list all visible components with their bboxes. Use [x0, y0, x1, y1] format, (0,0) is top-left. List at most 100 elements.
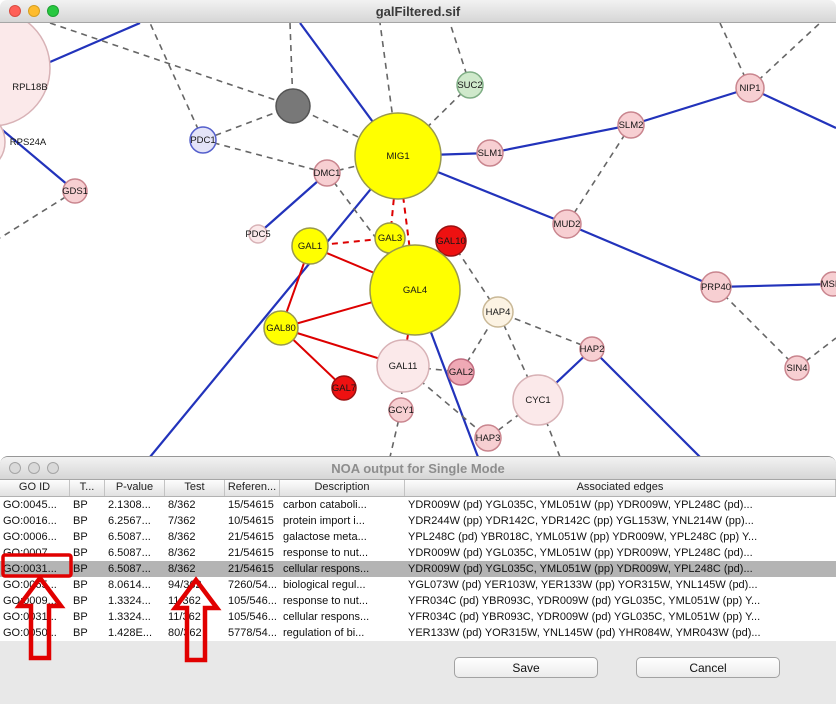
- graph-edge: [257, 172, 328, 235]
- graph-node-HAP4[interactable]: HAP4: [482, 296, 514, 328]
- graph-node-GCY1[interactable]: GCY1: [388, 397, 414, 423]
- column-header[interactable]: Description: [280, 480, 405, 496]
- table-cell: GO:0007...: [3, 547, 57, 559]
- graph-node-label: GAL80: [266, 323, 296, 334]
- table-cell: YDR009W (pd) YGL035C, YML051W (pp) YDR00…: [408, 499, 753, 511]
- graph-edge: [292, 105, 399, 157]
- graph-node-GAL10[interactable]: GAL10: [435, 225, 467, 257]
- table-cell: 105/546...: [228, 595, 277, 607]
- graph-node-PDC5[interactable]: PDC5: [245, 224, 271, 244]
- graph-node-MIG1[interactable]: MIG1: [354, 112, 442, 200]
- column-header[interactable]: Referen...: [225, 480, 280, 496]
- graph-node-label: SLM2: [619, 120, 644, 131]
- graph-node-MUD2[interactable]: MUD2: [552, 209, 582, 239]
- table-cell: GO:0016...: [3, 515, 57, 527]
- graph-node-GDS1[interactable]: GDS1: [62, 178, 88, 204]
- minimize-button[interactable]: [28, 5, 40, 17]
- zoom-button[interactable]: [47, 5, 59, 17]
- graph-edge: [0, 127, 76, 192]
- table-cell: YGL073W (pd) YER103W, YER133W (pp) YOR31…: [408, 579, 758, 591]
- noa-window-titlebar[interactable]: NOA output for Single Mode: [0, 457, 836, 480]
- column-header[interactable]: Test: [165, 480, 225, 496]
- graph-node-label: GAL3: [378, 233, 402, 244]
- graph-edge: [202, 139, 328, 174]
- graph-node-HAP3[interactable]: HAP3: [474, 424, 502, 452]
- graph-node-GAL3[interactable]: GAL3: [374, 222, 406, 254]
- network-window-titlebar[interactable]: galFiltered.sif: [0, 0, 836, 23]
- graph-node-SLM2[interactable]: SLM2: [617, 111, 645, 139]
- graph-edge: [0, 190, 76, 239]
- column-header[interactable]: P-value: [105, 480, 165, 496]
- zoom-button[interactable]: [47, 462, 59, 474]
- graph-node-MSL1[interactable]: MSL1: [820, 271, 836, 297]
- graph-node-NIP1[interactable]: NIP1: [735, 73, 765, 103]
- table-cell: YFR034C (pd) YBR093C, YDR009W (pd) YGL03…: [408, 595, 761, 607]
- graph-node-GRAY[interactable]: [275, 88, 311, 124]
- table-cell: 21/54615: [228, 531, 274, 543]
- close-button[interactable]: [9, 462, 21, 474]
- table-cell: 6.5087...: [108, 547, 151, 559]
- graph-edge: [796, 337, 836, 369]
- table-cell: BP: [73, 611, 88, 623]
- graph-node-PDC1[interactable]: PDC1: [189, 126, 217, 154]
- graph-node-PRP40[interactable]: PRP40: [700, 271, 732, 303]
- graph-node-label: GAL10: [436, 236, 466, 247]
- graph-node-SLM1[interactable]: SLM1: [476, 139, 504, 167]
- graph-edge: [497, 311, 593, 350]
- graph-node-DMC1[interactable]: DMC1: [313, 159, 341, 187]
- table-cell: GO:0065...: [3, 579, 57, 591]
- graph-edge: [566, 222, 717, 289]
- graph-node-GAL80[interactable]: GAL80: [263, 310, 299, 346]
- table-cell: regulation of bi...: [283, 627, 365, 639]
- graph-node-RPS24A[interactable]: RPS24A: [0, 112, 47, 172]
- table-cell: GO:0031...: [3, 563, 57, 575]
- save-button[interactable]: Save: [454, 657, 598, 678]
- table-cell: cellular respons...: [283, 611, 370, 623]
- table-cell: 1.428E...: [108, 627, 153, 639]
- graph-node-GAL2[interactable]: GAL2: [447, 358, 475, 386]
- close-button[interactable]: [9, 5, 21, 17]
- graph-node-label: RPL18B: [12, 82, 47, 93]
- graph-node-HAP2[interactable]: HAP2: [579, 336, 605, 362]
- table-cell: 6.5087...: [108, 563, 151, 575]
- graph-node-SUC2[interactable]: SUC2: [456, 71, 484, 99]
- traffic-lights-inactive: [9, 462, 59, 474]
- table-cell: 6.5087...: [108, 531, 151, 543]
- graph-edge: [591, 348, 701, 457]
- table-cell: GO:0045...: [3, 499, 57, 511]
- table-cell: GO:0009...: [3, 595, 57, 607]
- graph-node-label: SUC2: [457, 80, 482, 91]
- column-header[interactable]: Associated edges: [405, 480, 836, 496]
- graph-edge: [149, 155, 399, 457]
- table-cell: 7/362: [168, 515, 196, 527]
- minimize-button[interactable]: [28, 462, 40, 474]
- graph-node-CYC1[interactable]: CYC1: [512, 374, 564, 426]
- graph-node-GAL4[interactable]: GAL4: [369, 244, 461, 336]
- column-header[interactable]: T...: [70, 480, 105, 496]
- column-header[interactable]: GO ID: [0, 480, 70, 496]
- table-cell: 10/54615: [228, 515, 274, 527]
- graph-node-GAL7[interactable]: GAL7: [331, 375, 357, 401]
- graph-node-GAL1[interactable]: GAL1: [291, 227, 329, 265]
- graph-node-GAL11[interactable]: GAL11: [376, 339, 430, 393]
- table-cell: 80/362: [168, 627, 202, 639]
- graph-node-SIN4[interactable]: SIN4: [784, 355, 810, 381]
- table-cell: 21/54615: [228, 547, 274, 559]
- graph-node-label: SIN4: [786, 363, 807, 374]
- table-cell: BP: [73, 627, 88, 639]
- table-cell: 11/362: [168, 611, 201, 623]
- graph-node-RPL18B[interactable]: RPL18B: [0, 23, 51, 127]
- cancel-button[interactable]: Cancel: [636, 657, 780, 678]
